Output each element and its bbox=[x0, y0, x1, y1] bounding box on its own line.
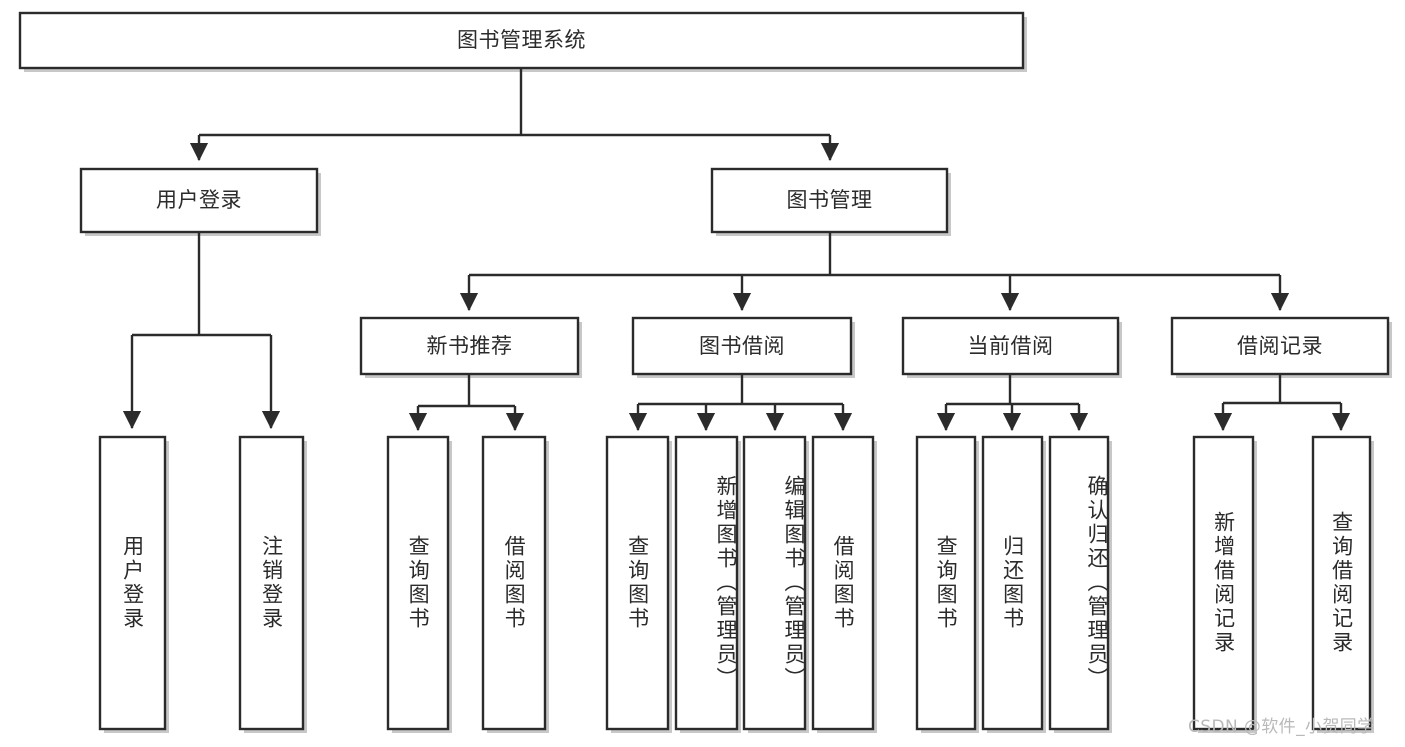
node-box-current-borrow[interactable] bbox=[901, 316, 1120, 376]
node-box-leaf-current-1[interactable] bbox=[981, 435, 1044, 731]
node-box-leaf-borrow-3[interactable] bbox=[811, 435, 875, 731]
node-box-book-manage[interactable] bbox=[710, 167, 949, 234]
node-box-leaf-recommend-1[interactable] bbox=[481, 435, 547, 731]
node-box-root[interactable] bbox=[18, 11, 1025, 70]
node-box-leaf-user-login-0[interactable] bbox=[98, 435, 167, 731]
node-box-user-login[interactable] bbox=[79, 167, 319, 234]
node-box-leaf-recommend-0[interactable] bbox=[386, 435, 450, 731]
node-box-book-borrow[interactable] bbox=[631, 316, 853, 376]
node-box-leaf-record-1[interactable] bbox=[1311, 435, 1372, 731]
node-box-new-book-recommend[interactable] bbox=[359, 316, 580, 376]
node-box-leaf-current-2[interactable] bbox=[1048, 435, 1110, 731]
node-box-leaf-record-0[interactable] bbox=[1192, 435, 1255, 731]
node-box-leaf-user-login-1[interactable] bbox=[238, 435, 305, 731]
node-box-borrow-record[interactable] bbox=[1170, 316, 1390, 376]
node-box-leaf-borrow-0[interactable] bbox=[605, 435, 670, 731]
node-box-leaf-current-0[interactable] bbox=[915, 435, 977, 731]
node-box-leaf-borrow-2[interactable] bbox=[742, 435, 807, 731]
node-box-leaf-borrow-1[interactable] bbox=[674, 435, 739, 731]
csdn-watermark: CSDN @软件_小贺同学 bbox=[1188, 717, 1375, 737]
